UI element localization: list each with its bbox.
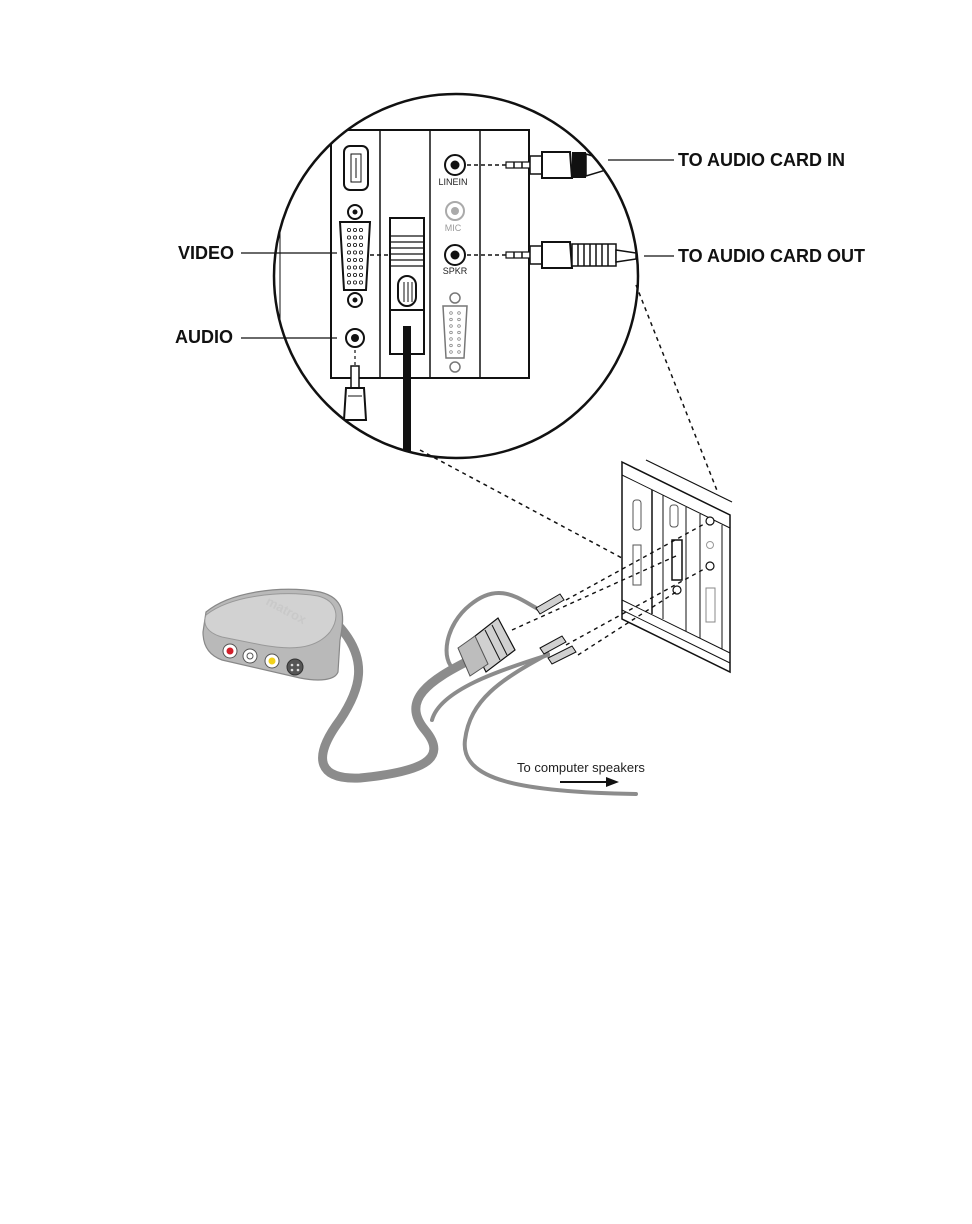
audio-label: AUDIO: [175, 327, 233, 347]
zoom-projection-right: [636, 285, 718, 493]
white-rca-jack-icon: [243, 649, 257, 663]
yellow-rca-jack-icon: [265, 654, 279, 668]
line-in-port-label: LINEIN: [438, 177, 467, 187]
red-rca-jack-icon: [223, 644, 237, 658]
breakout-device: matrox: [203, 589, 343, 680]
video-label: VIDEO: [178, 243, 234, 263]
audio-card-in-label: TO AUDIO CARD IN: [678, 150, 845, 170]
s-video-jack-icon: [287, 659, 303, 675]
line-in-jack-icon: [445, 155, 465, 175]
mic-port-label: MIC: [445, 223, 462, 233]
computer-back-panel: [622, 460, 732, 672]
audio-card-out-label: TO AUDIO CARD OUT: [678, 246, 865, 266]
audio-plugs: [536, 594, 576, 664]
zoom-projection-left: [420, 450, 635, 565]
zoom-inset: LINEIN MIC SPKR: [274, 94, 638, 466]
mic-jack-icon: [446, 202, 464, 220]
spkr-port-label: SPKR: [443, 266, 468, 276]
dvi-port-icon: [344, 146, 368, 190]
right-arrow-icon: [560, 777, 619, 787]
speakers-note: To computer speakers: [517, 760, 645, 775]
speaker-jack-icon: [445, 245, 465, 265]
